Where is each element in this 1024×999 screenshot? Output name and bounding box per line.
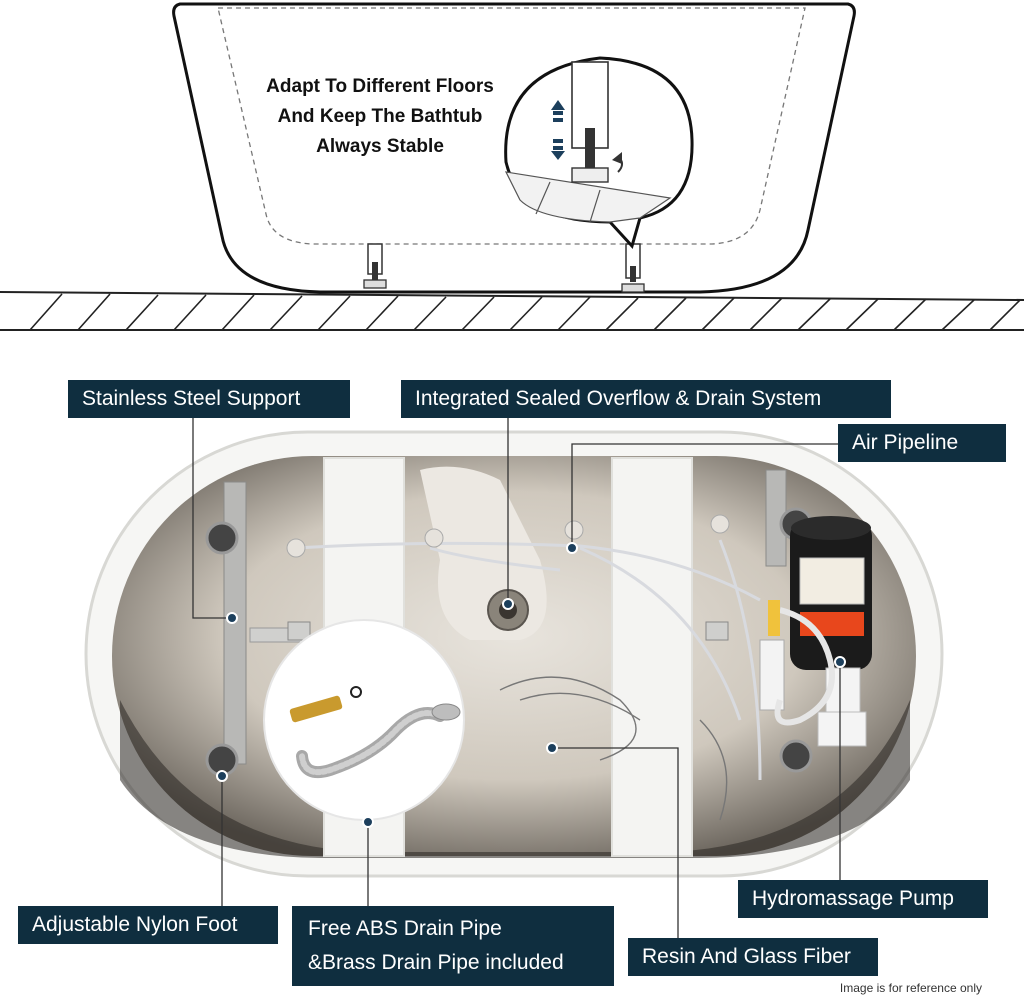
right-foot: [621, 243, 645, 293]
leader-lines: [192, 418, 841, 940]
headline-line-3: Always Stable: [316, 136, 444, 157]
zoom-bubble: [504, 56, 694, 249]
bathtub-side-diagram: [0, 2, 1024, 331]
label-overflow-drain-system: Integrated Sealed Overflow & Drain Syste…: [401, 380, 891, 418]
reference-footnote: Image is for reference only: [839, 981, 982, 995]
label-resin-glass-fiber: Resin And Glass Fiber: [628, 938, 878, 976]
label-drain-pipe: Free ABS Drain Pipe &Brass Drain Pipe in…: [292, 906, 614, 986]
callout-markers: [216, 542, 846, 828]
headline-line-1: Adapt To Different Floors: [266, 76, 494, 97]
label-hydromassage-pump: Hydromassage Pump: [738, 880, 988, 918]
abs-drain-pipe: [296, 703, 461, 779]
headline-line-2: And Keep The Bathtub: [277, 106, 483, 127]
air-jet-nozzles: [286, 514, 730, 641]
bathtub-inner-dashed: [217, 7, 806, 245]
label-adjustable-nylon-foot: Adjustable Nylon Foot: [18, 906, 278, 944]
floor: [0, 291, 1024, 331]
support-rib: [611, 457, 693, 857]
headline: Adapt To Different Floors And Keep The B…: [240, 72, 520, 162]
label-drain-pipe-line-1: Free ABS Drain Pipe: [308, 917, 502, 940]
label-air-pipeline: Air Pipeline: [838, 424, 1006, 462]
hydromassage-pump: [790, 516, 872, 747]
control-wiring: [759, 600, 835, 726]
left-foot: [363, 243, 387, 289]
brass-drain-pipe: [289, 686, 362, 723]
label-stainless-steel-support: Stainless Steel Support: [68, 380, 350, 418]
up-down-arrows-icon: [551, 100, 565, 160]
label-drain-pipe-line-2: &Brass Drain Pipe included: [308, 951, 564, 974]
